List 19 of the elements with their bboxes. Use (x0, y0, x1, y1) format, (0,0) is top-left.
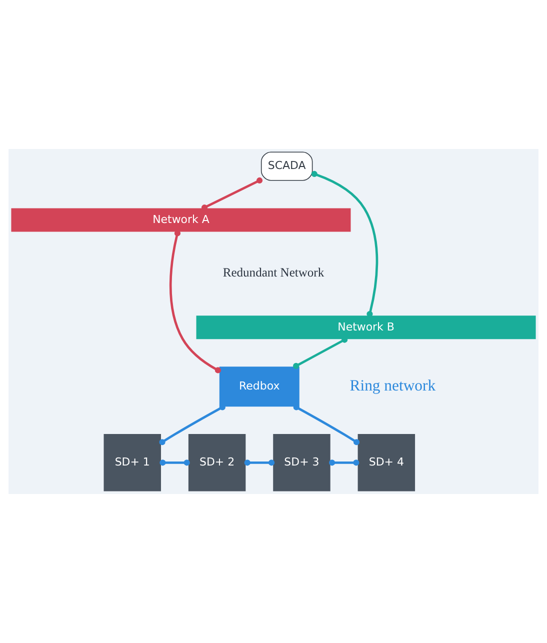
connector (293, 336, 348, 370)
node-box: SD+ 2 (188, 434, 246, 492)
connector (159, 404, 226, 446)
connector (293, 404, 360, 446)
connector (160, 460, 190, 466)
node-box: Network B (196, 316, 536, 340)
connector (244, 460, 275, 466)
node-box: Network A (11, 208, 351, 232)
label: Ring network (350, 378, 436, 394)
node-box: SD+ 1 (104, 434, 161, 492)
node-box: SCADA (260, 152, 313, 181)
label: Redundant Network (222, 266, 324, 280)
node-box: SD+ 3 (273, 434, 330, 492)
connector (201, 177, 263, 211)
node-box: SD+ 4 (358, 434, 416, 492)
node-box: Redbox (219, 366, 300, 407)
connector (311, 170, 378, 318)
connector (329, 460, 360, 466)
connector (169, 230, 221, 374)
